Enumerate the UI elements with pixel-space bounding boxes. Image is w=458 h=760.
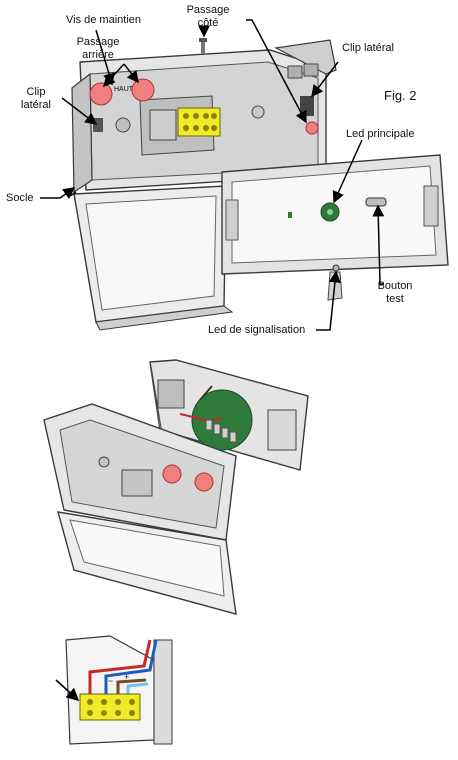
wiring-terminal-block: [79, 693, 141, 721]
pcb-board: [191, 389, 253, 451]
label-haut: HAUT: [114, 86, 134, 93]
label-led-signalisation: Led de signalisation: [208, 324, 306, 336]
led-signalisation: [332, 264, 340, 272]
svg-text:+: +: [124, 672, 129, 682]
label-clip-lateral-left: Clip latéral: [21, 86, 51, 111]
label-clip-lateral-right: Clip latéral: [342, 42, 394, 54]
bouton-test: [365, 197, 387, 207]
passage-arriere-hole-right: [131, 78, 155, 102]
label-led-principale: Led principale: [346, 128, 415, 140]
svg-text:~: ~: [108, 676, 113, 686]
wiring-detail: + ~: [55, 635, 173, 745]
label-socle: Socle: [6, 192, 34, 204]
passage-arriere-hole-left: [89, 82, 113, 106]
label-vis-maintien: Vis de maintien: [66, 14, 142, 26]
leader-lines: [40, 19, 385, 331]
label-bouton-test: Bouton test: [377, 280, 413, 305]
label-passage-cote: Passage côté: [186, 4, 230, 29]
passage-cote-hole: [305, 121, 319, 135]
label-passage-arriere: Passage arrière: [76, 36, 120, 61]
clip-lateral-right: [300, 96, 314, 116]
figure-number: Fig. 2: [384, 88, 417, 103]
vis-maintien-screw: [199, 38, 207, 54]
terminal-block: [177, 107, 221, 137]
exploded-view: [43, 359, 309, 615]
clip-lateral-left: [93, 118, 103, 132]
diffuser-cover: [73, 185, 234, 331]
